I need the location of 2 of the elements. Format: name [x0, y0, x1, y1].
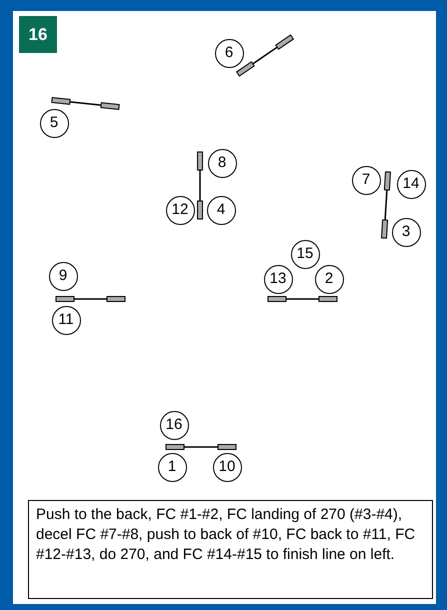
course-number-badge: 16 [19, 16, 57, 53]
instructions-text: Push to the back, FC #1-#2, FC landing of 270 (#3-#4), decel FC #7-#8, push to back of #10, FC back to #11, FC #12-#13, do 270, and FC #14-#15 to finish line on left. [28, 500, 433, 599]
